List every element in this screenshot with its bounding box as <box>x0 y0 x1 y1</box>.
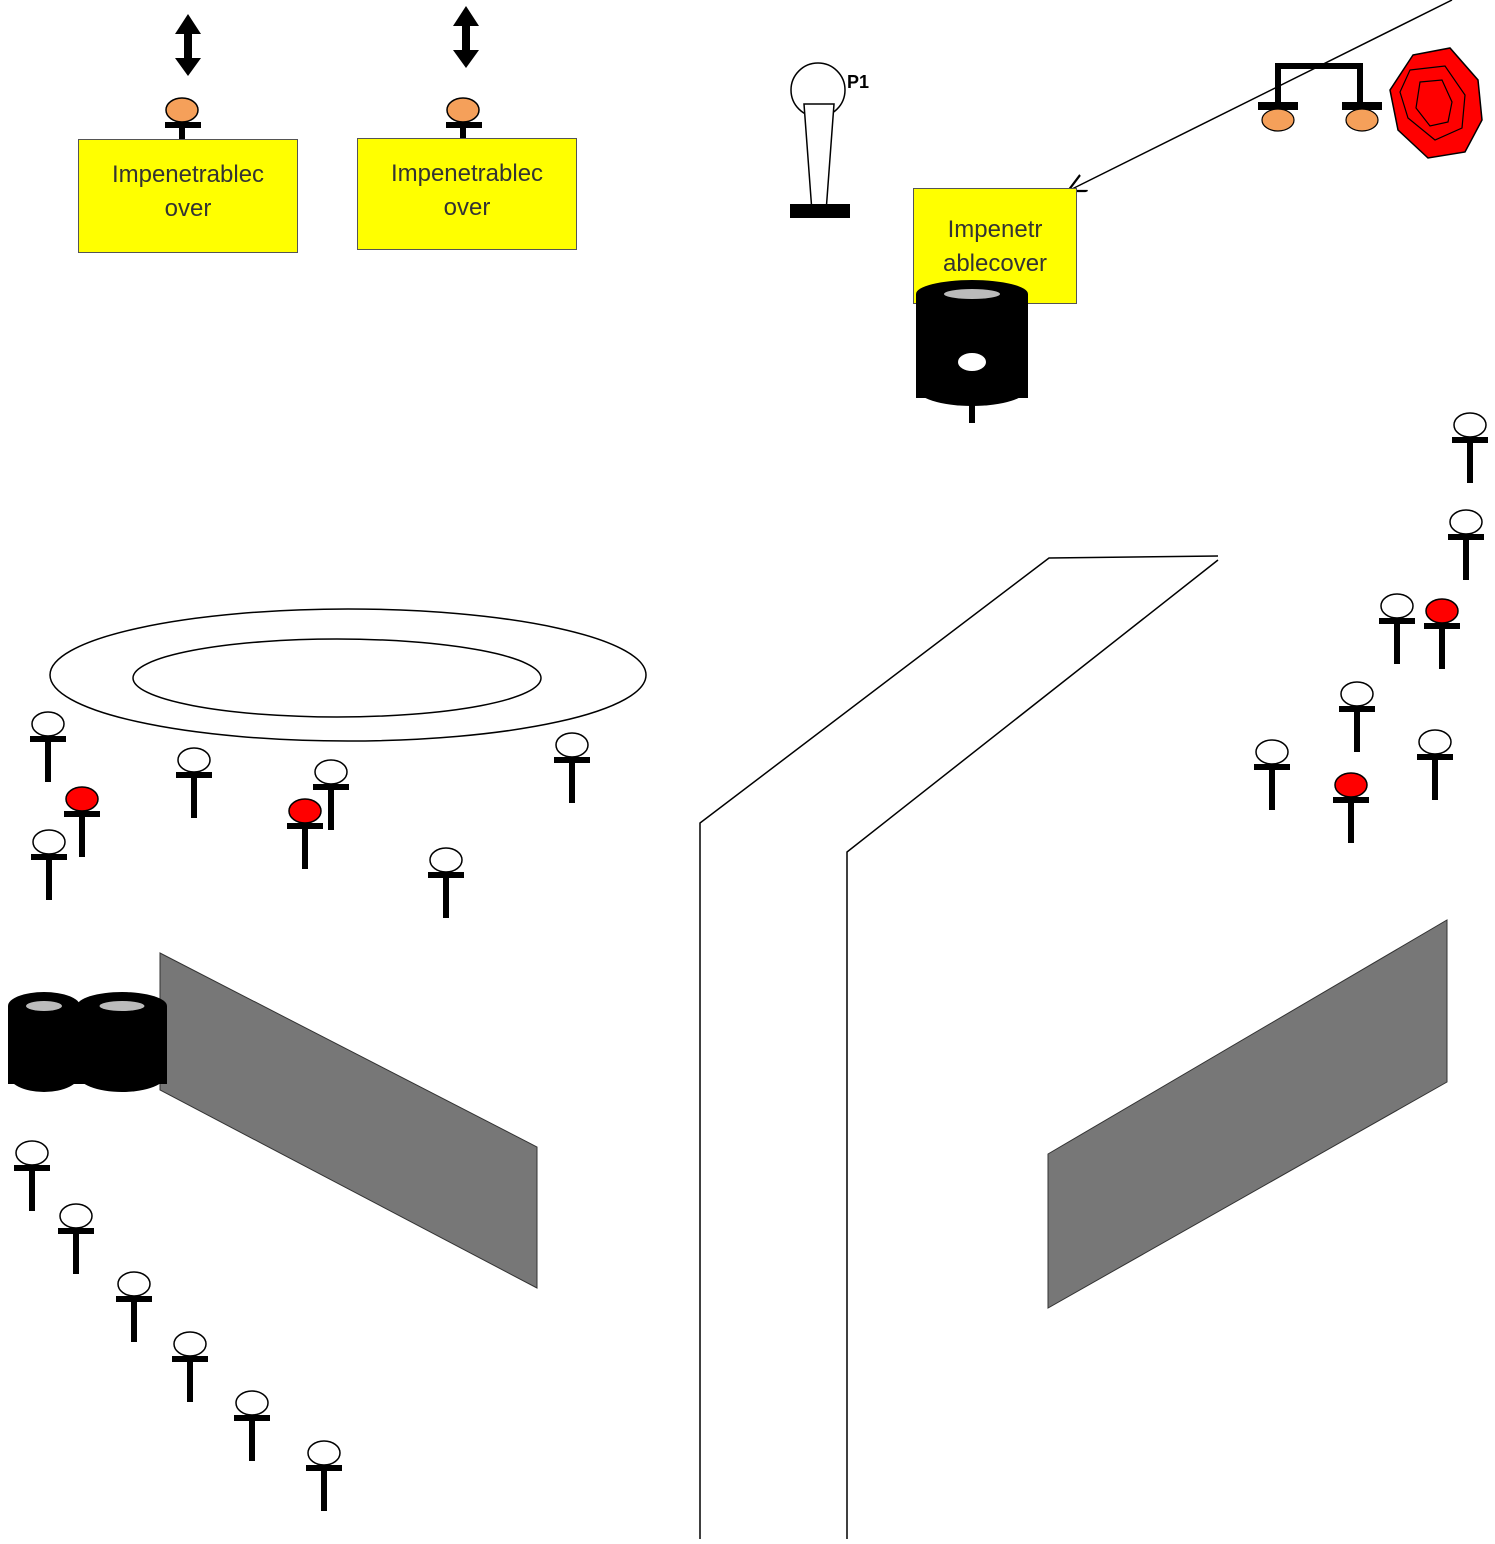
paper-target-icon <box>172 1331 208 1402</box>
oval-area-icon <box>49 608 647 742</box>
no-shoot-target-icon <box>1333 772 1369 843</box>
no-shoot-target-icon <box>1424 598 1460 669</box>
paper-target-icon <box>30 711 66 782</box>
barrel-stack-icon <box>916 280 1028 423</box>
cover-text-line2: over <box>164 195 212 222</box>
paper-target-icon <box>58 1203 94 1274</box>
cover-text-line1: Impenetr <box>947 216 1043 243</box>
no-shoot-target-icon <box>64 786 100 857</box>
wall-panel-right <box>1047 919 1448 1309</box>
shooting-position-icon: P1 <box>790 62 869 218</box>
pointer-arrow <box>1068 0 1453 191</box>
target-group <box>14 412 1488 1511</box>
cover-text-line2: over <box>443 194 491 221</box>
paper-target-icon <box>313 759 349 830</box>
paper-target-icon <box>1254 739 1290 810</box>
swing-arrow-icon <box>175 14 201 76</box>
cover-text-line1: Impenetrablec <box>390 160 544 187</box>
paper-target-icon <box>31 829 67 900</box>
paper-target-icon <box>428 847 464 918</box>
paper-target-icon <box>1339 681 1375 752</box>
swing-arrow-icon <box>453 6 479 68</box>
paper-target-icon <box>14 1140 50 1211</box>
no-shoot-octagon-icon <box>1389 47 1483 159</box>
barrel-stack-icon <box>8 992 80 1092</box>
cover-text-line1: Impenetrablec <box>111 161 265 188</box>
position-label: P1 <box>847 72 869 92</box>
no-shoot-target-icon <box>287 798 323 869</box>
paper-target-icon <box>1452 412 1488 483</box>
paper-target-icon <box>1448 509 1484 580</box>
steel-plate-icon <box>165 97 201 142</box>
cover-text-line2: ablecover <box>942 250 1048 277</box>
barrel-stack-icon <box>77 992 167 1092</box>
paper-target-icon <box>554 732 590 803</box>
impenetrable-cover: Impenetrablec over <box>357 138 577 250</box>
paper-target-icon <box>1417 729 1453 800</box>
center-wall-icon <box>699 555 1219 1539</box>
paper-target-icon <box>176 747 212 818</box>
impenetrable-cover: Impenetrablec over <box>78 139 298 253</box>
paper-target-icon <box>306 1440 342 1511</box>
steel-plate-icon <box>446 97 482 140</box>
paper-target-icon <box>234 1390 270 1461</box>
paper-target-icon <box>116 1271 152 1342</box>
paper-target-icon <box>1379 593 1415 664</box>
